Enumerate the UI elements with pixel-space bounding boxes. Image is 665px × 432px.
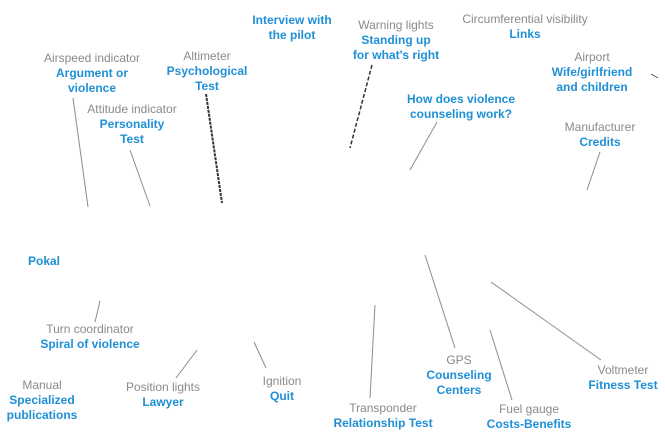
caption-circumferential-visibility: Circumferential visibility [462, 12, 588, 26]
connector-attitude [129, 149, 151, 207]
link-spiral-of-violence[interactable]: Spiral of violence [40, 337, 140, 351]
node-turn-coordinator: Turn coordinator Spiral of violence [40, 322, 139, 352]
caption-position-lights: Position lights [125, 380, 201, 394]
node-attitude-indicator: Attitude indicator Personality Test [87, 102, 176, 147]
link-family-line1[interactable]: Wife/girlfriend [551, 65, 633, 79]
link-personality-line2[interactable]: Test [120, 132, 144, 146]
link-counseling-question-line2[interactable]: counseling work? [409, 107, 512, 121]
link-credits[interactable]: Credits [579, 135, 621, 149]
node-altimeter: Altimeter Psychological Test [167, 49, 248, 94]
node-airspeed-indicator: Airspeed indicator Argument or violence [44, 51, 140, 96]
node-airport: Airport Wife/girlfriend and children [552, 50, 633, 95]
link-standing-up-line1[interactable]: Standing up [361, 33, 431, 47]
node-circumferential-visibility: Circumferential visibility Links [462, 12, 587, 42]
link-costs-benefits[interactable]: Costs-Benefits [486, 417, 572, 431]
caption-manufacturer: Manufacturer [564, 120, 636, 134]
connector-warning [349, 64, 373, 149]
node-ignition: Ignition Quit [263, 374, 302, 404]
node-transponder: Transponder Relationship Test [333, 401, 432, 431]
link-argument-line1[interactable]: Argument or [56, 66, 128, 80]
link-fitness-test[interactable]: Fitness Test [588, 378, 658, 392]
connector-voltmeter [490, 281, 602, 361]
connector-transponder [369, 304, 376, 399]
caption-fuel-gauge: Fuel gauge [498, 402, 560, 416]
link-argument-line2[interactable]: violence [67, 81, 117, 95]
caption-gps: GPS [446, 353, 472, 367]
link-relationship-test[interactable]: Relationship Test [333, 416, 433, 430]
link-interview-line2[interactable]: the pilot [268, 28, 316, 42]
node-gps: GPS Counseling Centers [426, 353, 491, 398]
link-personality-line1[interactable]: Personality [99, 117, 165, 131]
caption-altimeter: Altimeter [183, 49, 231, 63]
link-counseling-centers-line1[interactable]: Counseling [426, 368, 492, 382]
node-position-lights: Position lights Lawyer [126, 380, 200, 410]
link-lawyer[interactable]: Lawyer [142, 395, 184, 409]
link-publications-line2[interactable]: publications [6, 408, 78, 422]
connector-manufacturer [586, 151, 601, 191]
link-links[interactable]: Links [509, 27, 541, 41]
caption-warning-lights: Warning lights [358, 18, 434, 32]
node-warning-lights: Warning lights Standing up for what's ri… [353, 18, 439, 63]
link-psych-test-line2[interactable]: Test [195, 79, 219, 93]
connector-ignition [253, 341, 267, 369]
caption-transponder: Transponder [349, 401, 417, 415]
connector-turn [94, 300, 101, 323]
caption-turn-coordinator: Turn coordinator [46, 322, 134, 336]
caption-attitude-indicator: Attitude indicator [87, 102, 177, 116]
caption-voltmeter: Voltmeter [597, 363, 649, 377]
link-interview-line1[interactable]: Interview with [252, 13, 332, 27]
connector-gps [424, 254, 456, 349]
link-family-line2[interactable]: and children [556, 80, 628, 94]
node-fuel-gauge: Fuel gauge Costs-Benefits [487, 402, 572, 432]
link-counseling-question-line1[interactable]: How does violence [406, 92, 516, 106]
connector-airspeed [72, 97, 89, 208]
node-interview: Interview with the pilot [252, 13, 331, 43]
connector-counseling-question [409, 121, 438, 171]
node-manual: Manual Specialized publications [7, 378, 78, 423]
connector-altimeter [205, 93, 223, 204]
link-publications-line1[interactable]: Specialized [9, 393, 75, 407]
link-quit[interactable]: Quit [269, 389, 294, 403]
link-psych-test-line1[interactable]: Psychological [166, 64, 248, 78]
node-voltmeter: Voltmeter Fitness Test [588, 363, 657, 393]
link-counseling-centers-line2[interactable]: Centers [436, 383, 482, 397]
caption-airport: Airport [574, 50, 610, 64]
link-pokal[interactable]: Pokal [27, 254, 61, 268]
connector-position-lights [175, 349, 198, 379]
connector-circumferential [650, 73, 659, 79]
link-standing-up-line2[interactable]: for what's right [352, 48, 440, 62]
node-pokal: Pokal [28, 254, 60, 269]
node-counseling-question: How does violence counseling work? [407, 92, 515, 122]
caption-airspeed-indicator: Airspeed indicator [43, 51, 141, 65]
caption-ignition: Ignition [262, 374, 302, 388]
node-manufacturer: Manufacturer Credits [565, 120, 636, 150]
connector-fuel [489, 329, 513, 401]
caption-manual: Manual [22, 378, 62, 392]
